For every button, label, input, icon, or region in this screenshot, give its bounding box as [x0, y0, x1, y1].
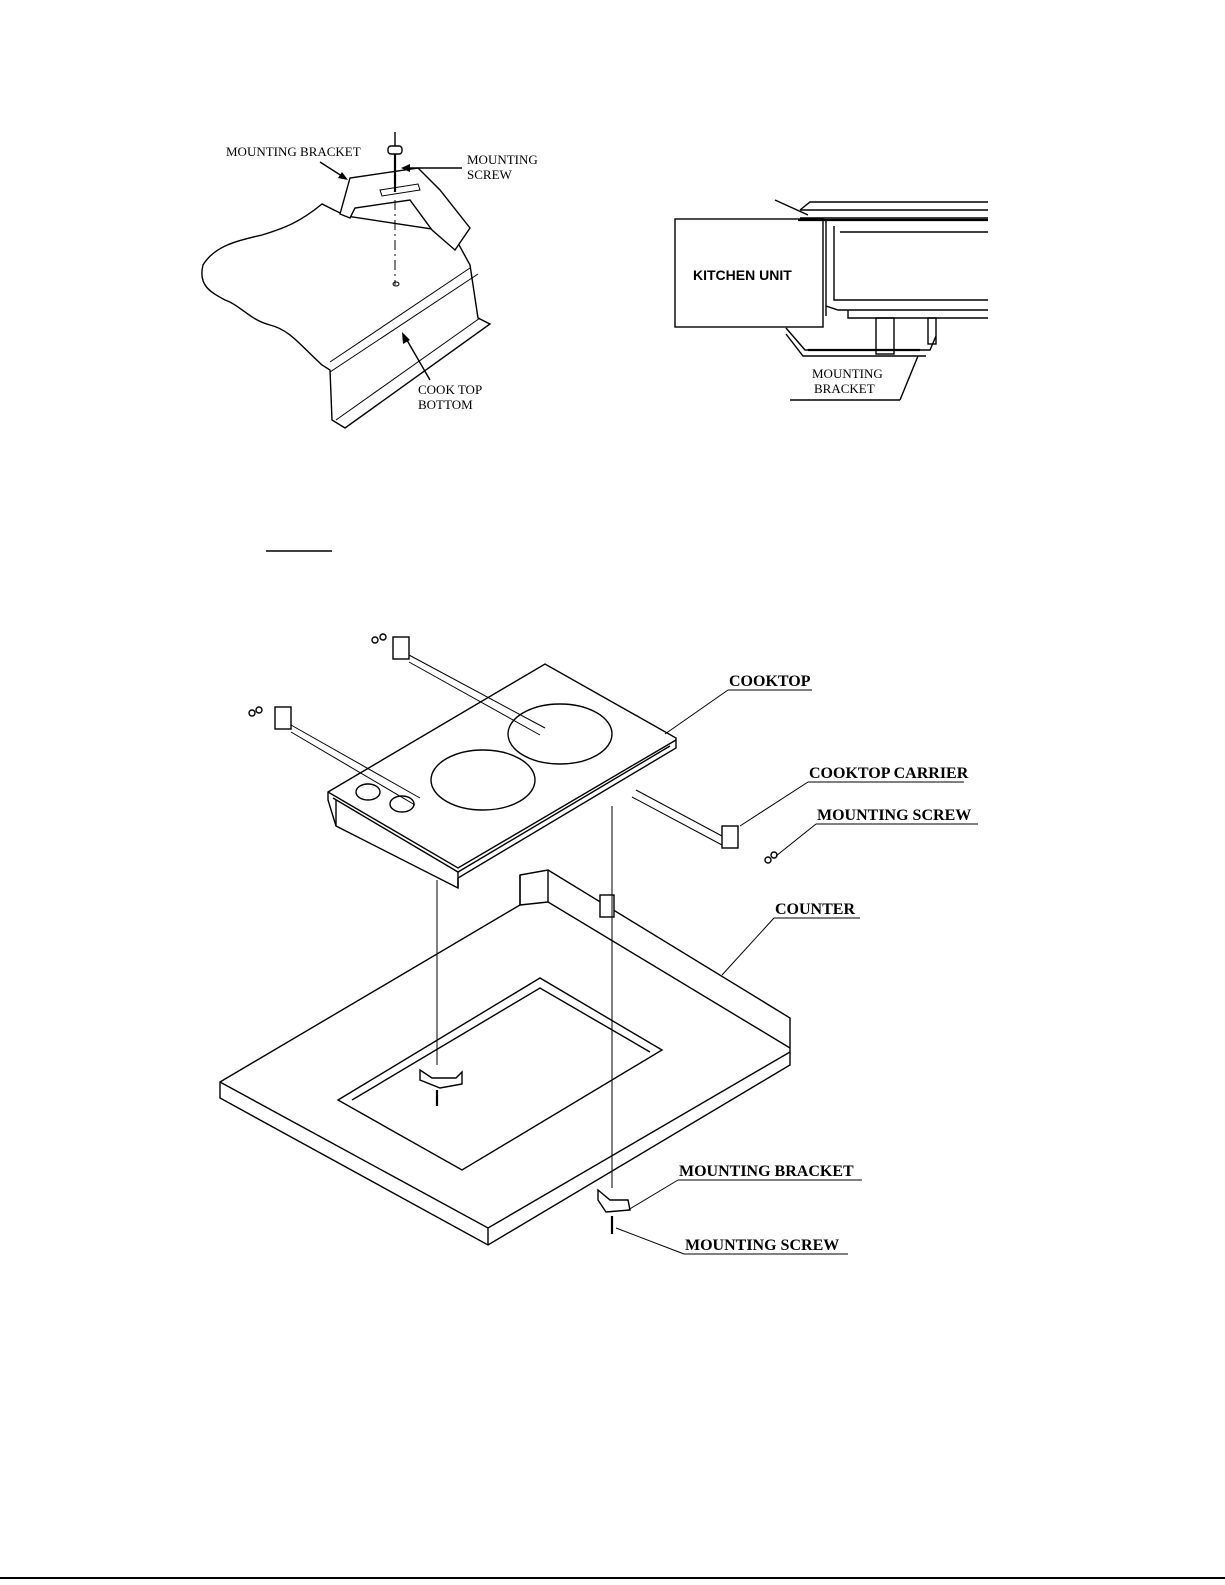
cook-top-bottom-label-1: COOK TOP: [418, 382, 482, 397]
bracket-detail-figure: MOUNTING BRACKET MOUNTING SCREW COOK TOP…: [202, 132, 538, 428]
mounting-bracket-label: MOUNTING BRACKET: [679, 1163, 854, 1180]
counter-label: COUNTER: [775, 901, 855, 918]
mounting-bracket-label: MOUNTING BRACKET: [226, 144, 361, 159]
cooktop-carrier-label: COOKTOP CARRIER: [809, 765, 969, 782]
kitchen-unit-label: KITCHEN UNIT: [693, 267, 792, 283]
mounting-screw-label-1: MOUNTING: [467, 152, 538, 167]
mounting-bracket-label-2: BRACKET: [814, 381, 875, 396]
mounting-screw-top-label: MOUNTING SCREW: [817, 807, 971, 824]
mounting-bracket-label-1: MOUNTING: [812, 366, 883, 381]
mounting-screw-label-2: SCREW: [467, 167, 513, 182]
cook-top-bottom-label-2: BOTTOM: [418, 397, 473, 412]
section-view-figure: KITCHEN UNIT MOUNTING BRACKET: [675, 200, 988, 400]
mounting-screw-bottom-label: MOUNTING SCREW: [685, 1237, 839, 1254]
cooktop-label: COOKTOP: [729, 673, 811, 690]
counter-shape: [220, 870, 790, 1245]
exploded-assembly-figure: COOKTOP COOKTOP CARRIER MOUNTING SCREW C…: [220, 634, 978, 1254]
